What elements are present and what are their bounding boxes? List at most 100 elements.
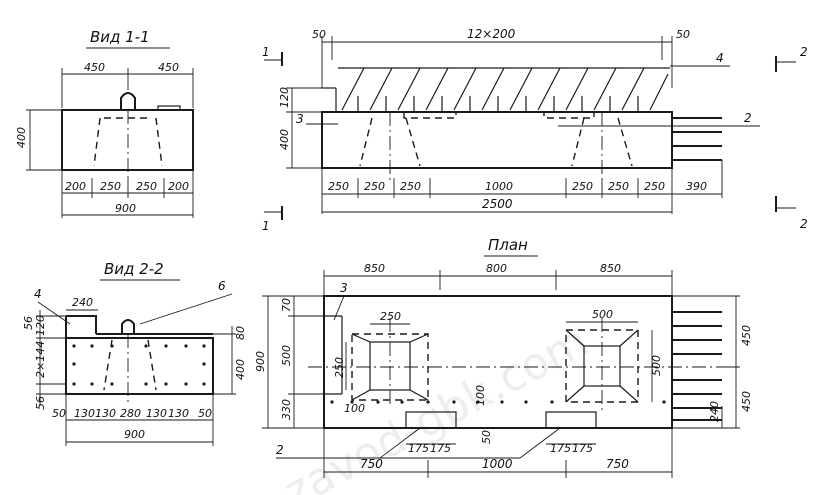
sec2-bot-label: 2 — [800, 217, 808, 231]
plan-dim-l500: 500 — [280, 345, 293, 366]
view-1-1-title: Вид 1-1 — [90, 28, 150, 46]
elev-pocket-2a — [571, 117, 585, 167]
view2-dim-b6: 130 — [168, 407, 189, 420]
plan-dim-r240: 240 — [708, 401, 721, 422]
elev-dim-s2: 250 — [364, 180, 385, 193]
view2-dim-b1: 50 — [52, 407, 66, 420]
view2-pocket-right — [147, 339, 157, 391]
plan-pr-c1 — [565, 329, 585, 347]
elev-dim-50-right: 50 — [676, 28, 690, 41]
plan-dim-e175: 175 — [572, 442, 593, 455]
view1-dim-900: 900 — [115, 202, 136, 215]
view2-mark-6: 6 — [218, 279, 226, 293]
plan-dim-100b: 100 — [474, 385, 487, 406]
plan-dim-c175: 175 — [550, 442, 571, 455]
view2-dim-240: 240 — [72, 296, 93, 309]
elev-block-outline — [321, 111, 673, 169]
sec2-top-label: 2 — [800, 45, 808, 59]
view1-embed-plate — [157, 105, 181, 111]
view2-dim-80: 80 — [234, 326, 247, 340]
plan-dim-l70: 70 — [280, 298, 293, 312]
view2-dim-56b: 56 — [34, 396, 47, 410]
view1-dim-450-left: 450 — [84, 61, 105, 74]
plan-dim-100a: 100 — [344, 402, 365, 415]
plan-pl-c1 — [351, 333, 371, 343]
plan-dim-l330: 330 — [280, 399, 293, 420]
plan-pr-c3 — [565, 385, 585, 403]
plan-pr-c2 — [619, 329, 639, 347]
elev-pocket-1b — [405, 117, 421, 167]
plan-pl-c3 — [351, 389, 371, 401]
plan-dim-sq250: 250 — [380, 310, 401, 323]
elev-mark-4: 4 — [716, 51, 724, 65]
elev-dim-s3: 250 — [400, 180, 421, 193]
view2-dim-b2: 130 — [74, 407, 95, 420]
view1-dim-200-left: 200 — [65, 180, 86, 193]
view2-dim-400: 400 — [234, 359, 247, 380]
plan-leader-2b — [519, 427, 561, 459]
plan-rebar-dots — [330, 400, 666, 404]
plan-dim-r450a: 450 — [740, 325, 753, 346]
plan-mark-3: 3 — [340, 281, 348, 295]
view2-dim-900: 900 — [124, 428, 145, 441]
plan-pr-c4 — [619, 385, 639, 403]
plan-pl-c2 — [409, 333, 429, 343]
view1-dim-400: 400 — [15, 127, 28, 148]
elev-mark-3: 3 — [296, 112, 304, 126]
elev-dim-400: 400 — [278, 129, 291, 150]
view1-lifting-loop — [120, 92, 136, 110]
view1-pocket-left — [93, 117, 101, 167]
plan-dim-bot1: 750 — [360, 457, 383, 471]
view1-block-outline — [61, 109, 194, 171]
sec1-bot-label: 1 — [262, 219, 270, 233]
elev-pocket-2b — [617, 117, 633, 167]
plan-dim-t3: 850 — [600, 262, 621, 275]
view2-dim-120: 120 — [34, 315, 47, 336]
view1-dim-200-right: 200 — [168, 180, 189, 193]
plan-dim-l900: 900 — [254, 351, 267, 372]
elev-pocket-1a — [359, 117, 373, 167]
plan-dim-side500: 500 — [650, 355, 663, 376]
elev-dim-s1: 250 — [328, 180, 349, 193]
plan-dim-50: 50 — [480, 430, 493, 444]
plan-view: План 850 800 850 3 250 250 100 — [254, 236, 753, 478]
view1-dim-250-left: 250 — [100, 180, 121, 193]
plan-dim-t1: 850 — [364, 262, 385, 275]
elevation-view: 50 12×200 50 — [262, 27, 808, 233]
plan-dim-t2: 800 — [486, 262, 507, 275]
view-1-1: Вид 1-1 450 450 400 200 250 250 — [15, 28, 194, 218]
elev-dim-s7: 250 — [644, 180, 665, 193]
view2-leader-4 — [37, 301, 71, 325]
view2-pocket-left — [103, 339, 113, 391]
plan-plate-right — [545, 411, 597, 429]
plan-dim-a175: 175 — [408, 442, 429, 455]
elev-dim-s6: 250 — [608, 180, 629, 193]
elev-embed-plate-left — [403, 111, 457, 119]
view2-mark-4: 4 — [34, 287, 42, 301]
plan-block-outline — [323, 295, 673, 429]
elev-dim-s8: 390 — [686, 180, 707, 193]
view2-dim-b7: 50 — [198, 407, 212, 420]
elev-dim-s5: 250 — [572, 180, 593, 193]
elev-embed-plate-right — [543, 111, 595, 119]
view2-leader-6 — [139, 293, 233, 325]
elev-stirrups — [357, 96, 639, 112]
view2-dim-2x144: 2×144 — [34, 341, 47, 378]
plan-leader-2a — [379, 427, 421, 459]
plan-pl-c4 — [409, 389, 429, 401]
plan-dim-side250: 250 — [333, 357, 346, 378]
plan-leader-3 — [333, 295, 345, 321]
plan-dim-bot2: 1000 — [482, 457, 513, 471]
view2-dim-b4: 280 — [120, 407, 141, 420]
view1-pocket-right — [155, 117, 163, 167]
view2-rebar-dots — [72, 344, 206, 386]
plan-dim-bot3: 750 — [606, 457, 629, 471]
view2-dim-b5: 130 — [146, 407, 167, 420]
view2-lifting-loop — [121, 319, 135, 334]
plan-dim-b175: 175 — [430, 442, 451, 455]
view1-dim-450-right: 450 — [158, 61, 179, 74]
elev-hatch — [341, 67, 669, 111]
view2-ledge — [66, 315, 97, 334]
elev-dim-spacing: 12×200 — [467, 27, 516, 41]
